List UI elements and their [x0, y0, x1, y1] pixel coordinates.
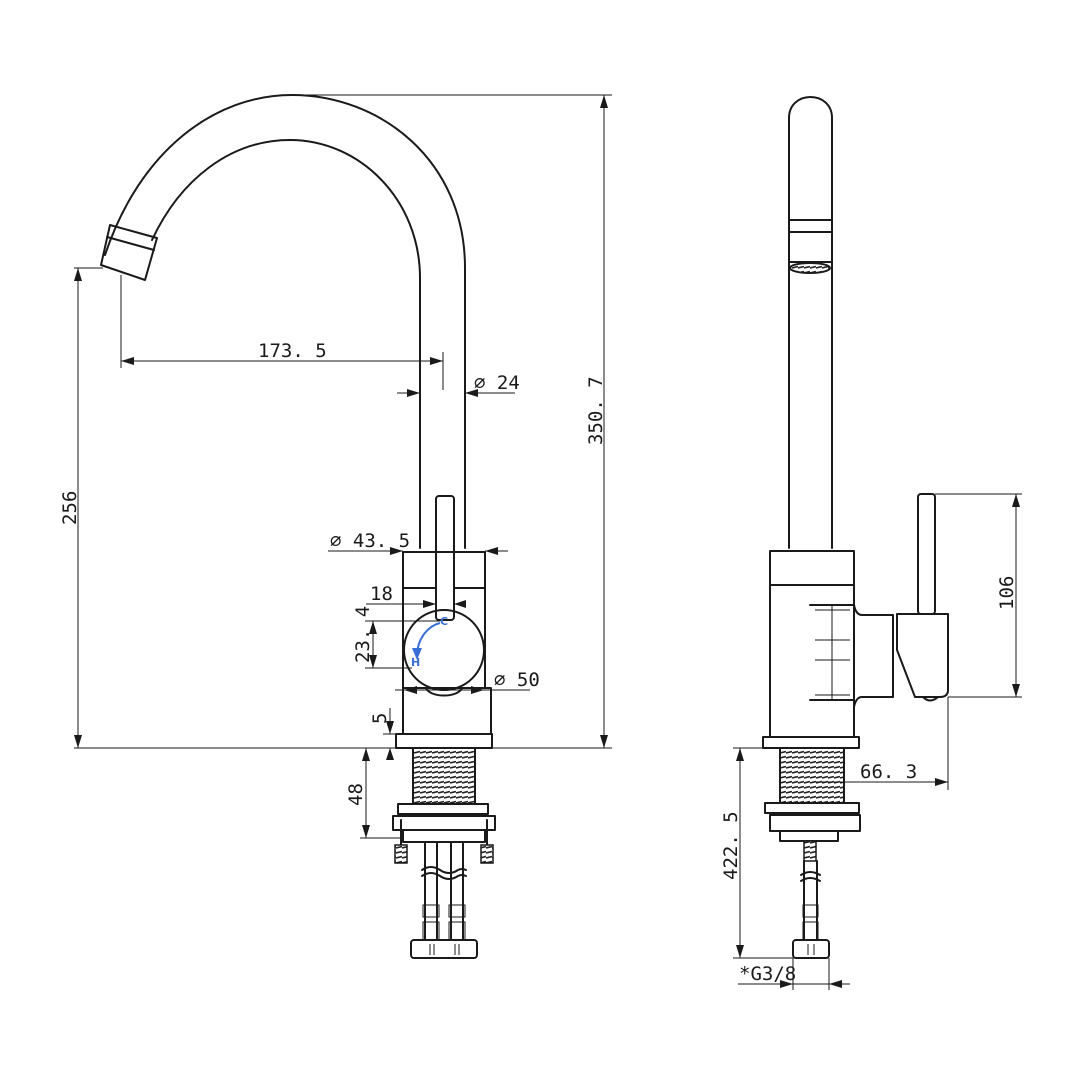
dim-connector: *G3/8 — [738, 958, 850, 990]
svg-text:350. 7: 350. 7 — [585, 376, 607, 445]
dim-hose-length: 422. 5 — [720, 747, 793, 959]
hot-mark: H — [411, 656, 420, 669]
washer — [397, 803, 489, 815]
dim-knob-height: 23. 4 — [352, 606, 440, 669]
dim-lever-length: 106 — [935, 493, 1022, 698]
svg-text:23. 4: 23. 4 — [352, 606, 374, 663]
side-aerator — [789, 262, 831, 274]
mount-nut — [392, 815, 496, 831]
dim-spout-reach: 173. 5 — [120, 275, 444, 390]
svg-text:∅ 24: ∅ 24 — [474, 372, 520, 394]
dim-thread-length: 48 — [345, 748, 403, 839]
svg-text:422. 5: 422. 5 — [720, 811, 742, 880]
svg-text:5: 5 — [369, 713, 391, 724]
side-body — [769, 550, 855, 738]
supply-hoses — [410, 841, 478, 959]
svg-text:∅ 50: ∅ 50 — [494, 669, 540, 691]
svg-text:256: 256 — [59, 491, 81, 525]
lever-handle — [435, 495, 455, 621]
cold-mark: C — [440, 615, 448, 628]
spout-nozzle — [100, 224, 158, 281]
threaded-shank — [412, 747, 476, 805]
side-base-plate — [762, 736, 860, 749]
svg-text:18: 18 — [370, 583, 393, 605]
spout-outer — [104, 94, 466, 549]
side-view: 106 66. 3 422. 5 *G3/8 — [720, 96, 1022, 990]
stud-right-end — [480, 844, 494, 864]
dim-pipe-diameter: ∅ 24 — [397, 372, 520, 397]
spout-inner — [151, 139, 421, 549]
svg-text:*G3/8: *G3/8 — [739, 963, 796, 985]
dim-knob-diameter: ∅ 50 — [395, 669, 540, 694]
svg-text:173. 5: 173. 5 — [258, 340, 327, 362]
dim-body-diameter: ∅ 43. 5 — [328, 530, 508, 555]
side-lever-housing — [896, 613, 949, 698]
side-hose — [792, 840, 830, 959]
dim-lever-reach: 66. 3 — [812, 697, 949, 790]
side-hose-connector — [792, 939, 830, 959]
base-plate — [395, 733, 493, 749]
side-threaded-shank — [779, 747, 845, 804]
svg-text:48: 48 — [345, 783, 367, 806]
side-aerator-band — [788, 219, 833, 233]
svg-text:106: 106 — [996, 576, 1018, 610]
dim-overall-height: 350. 7 — [292, 94, 612, 749]
dim-lever-offset: 18 — [366, 583, 466, 608]
front-view: C H — [59, 94, 612, 959]
side-lever — [917, 493, 936, 615]
side-mount-nut — [769, 814, 861, 832]
side-spout — [788, 96, 833, 549]
dim-spout-height: 256 — [59, 267, 396, 749]
hose-connectors — [410, 939, 478, 959]
stud-left-end — [394, 844, 408, 864]
svg-text:∅ 43. 5: ∅ 43. 5 — [330, 530, 410, 552]
dim-base-thickness: 5 — [369, 708, 396, 760]
svg-text:66. 3: 66. 3 — [860, 761, 917, 783]
